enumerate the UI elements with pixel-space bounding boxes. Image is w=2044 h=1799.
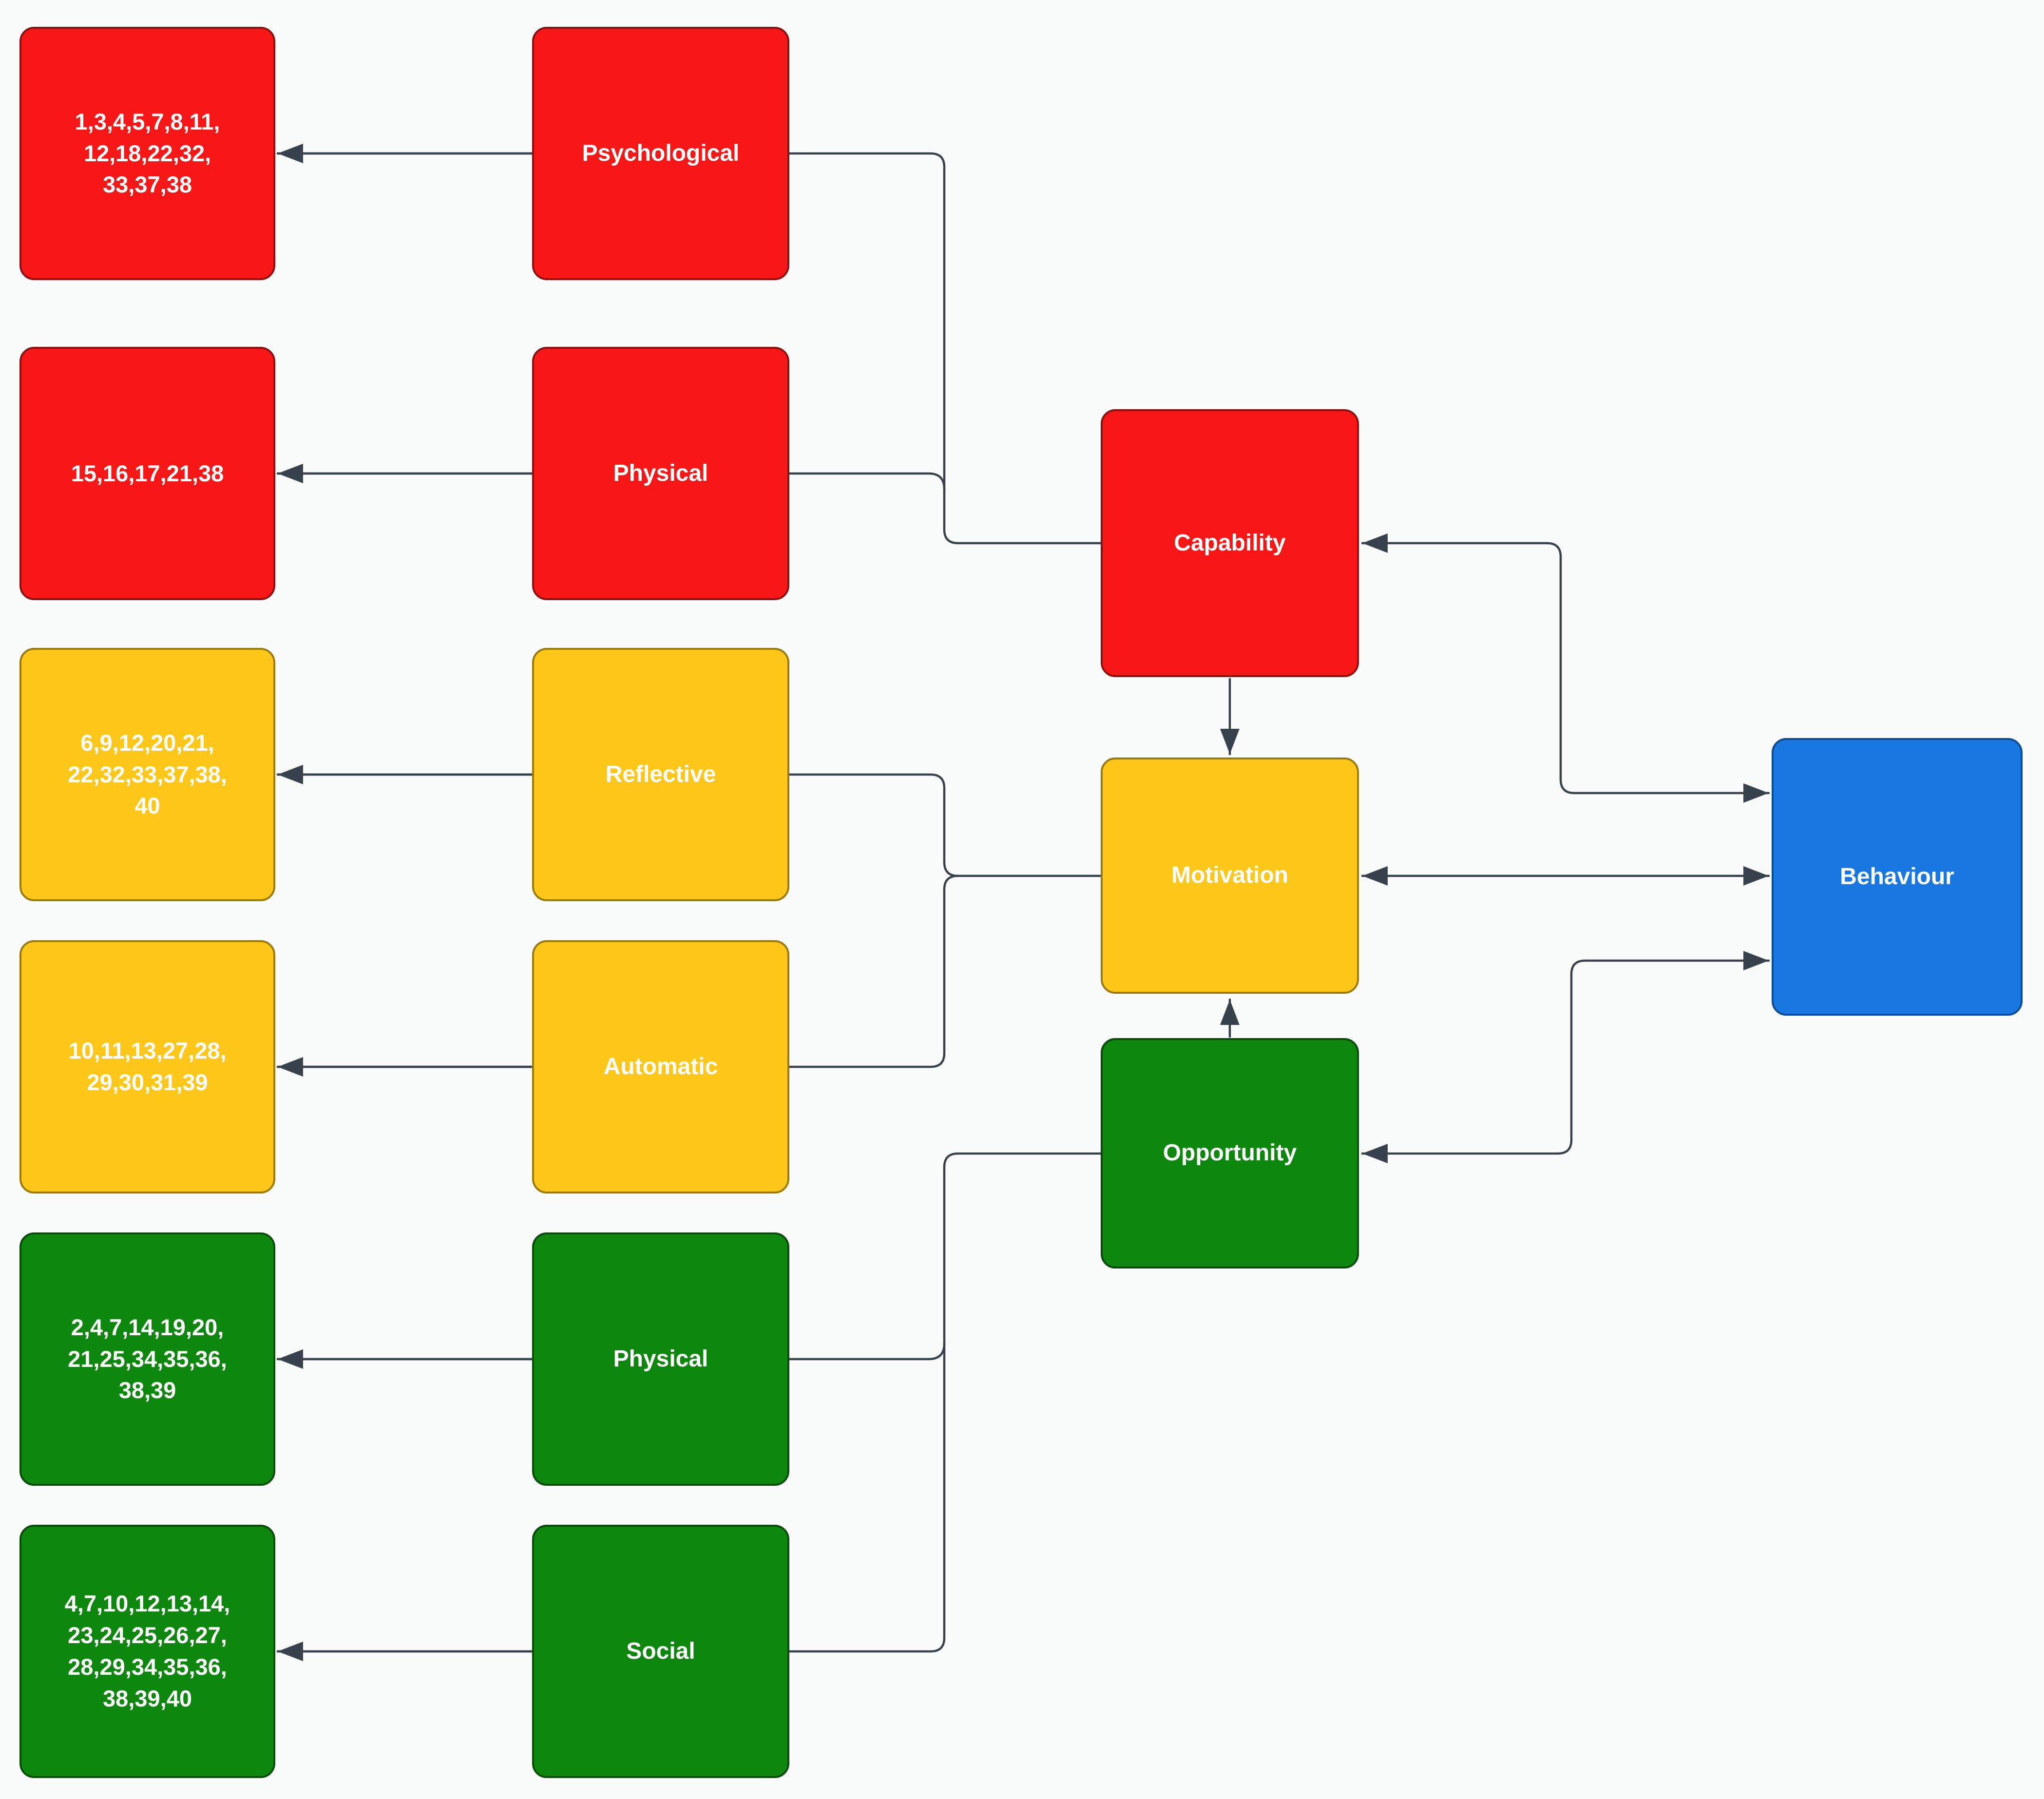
node-physical-capability: Physical (532, 347, 789, 600)
node-physical-opportunity-numbers: 2,4,7,14,19,20, 21,25,34,35,36, 38,39 (19, 1232, 275, 1486)
node-reflective: Reflective (532, 648, 789, 901)
node-social-numbers: 4,7,10,12,13,14, 23,24,25,26,27, 28,29,3… (19, 1525, 275, 1778)
node-motivation: Motivation (1101, 757, 1359, 994)
node-psychological-numbers: 1,3,4,5,7,8,11, 12,18,22,32, 33,37,38 (19, 27, 275, 280)
arrow-opportunity-behaviour (1361, 951, 1770, 1163)
node-reflective-numbers: 6,9,12,20,21, 22,32,33,37,38, 40 (19, 648, 275, 901)
node-social: Social (532, 1525, 789, 1778)
node-automatic-numbers: 10,11,13,27,28, 29,30,31,39 (19, 940, 275, 1193)
node-capability: Capability (1101, 409, 1359, 677)
node-physical-opportunity: Physical (532, 1232, 789, 1486)
node-opportunity: Opportunity (1101, 1038, 1359, 1269)
node-behaviour: Behaviour (1772, 738, 2023, 1016)
node-automatic: Automatic (532, 940, 789, 1193)
node-psychological: Psychological (532, 27, 789, 280)
node-physical-capability-numbers: 15,16,17,21,38 (19, 347, 275, 600)
arrow-capability-behaviour (1361, 533, 1770, 803)
